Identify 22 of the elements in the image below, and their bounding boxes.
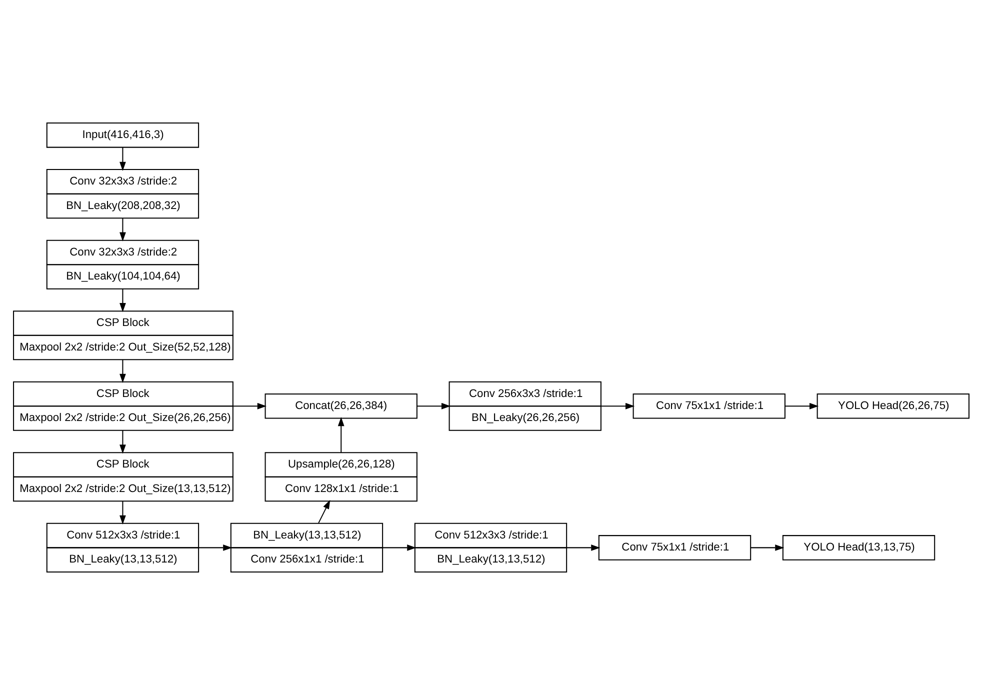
arrow xyxy=(120,218,126,242)
arrow xyxy=(784,402,819,410)
arrow xyxy=(318,500,330,524)
arrow xyxy=(750,544,784,551)
node-box: Conv 75x1x1 /stride:1 xyxy=(598,535,752,560)
arrow xyxy=(120,430,126,454)
arrow xyxy=(120,360,126,383)
node-box: Input(416,416,3) xyxy=(46,122,200,148)
arrow xyxy=(338,416,344,453)
arrow xyxy=(382,544,416,551)
node-box: Concat(26,26,384) xyxy=(264,394,418,419)
arrow xyxy=(566,544,600,551)
arrow xyxy=(120,147,126,171)
node-box: Conv 75x1x1 /stride:1 xyxy=(632,394,786,419)
arrow xyxy=(600,402,635,410)
arrow xyxy=(120,501,126,524)
arrow xyxy=(416,402,451,410)
arrow xyxy=(120,288,126,312)
node-box: YOLO Head(13,13,75) xyxy=(782,535,936,560)
node-box: YOLO Head(26,26,75) xyxy=(816,394,970,419)
arrow xyxy=(198,544,232,551)
arrow xyxy=(232,402,266,410)
